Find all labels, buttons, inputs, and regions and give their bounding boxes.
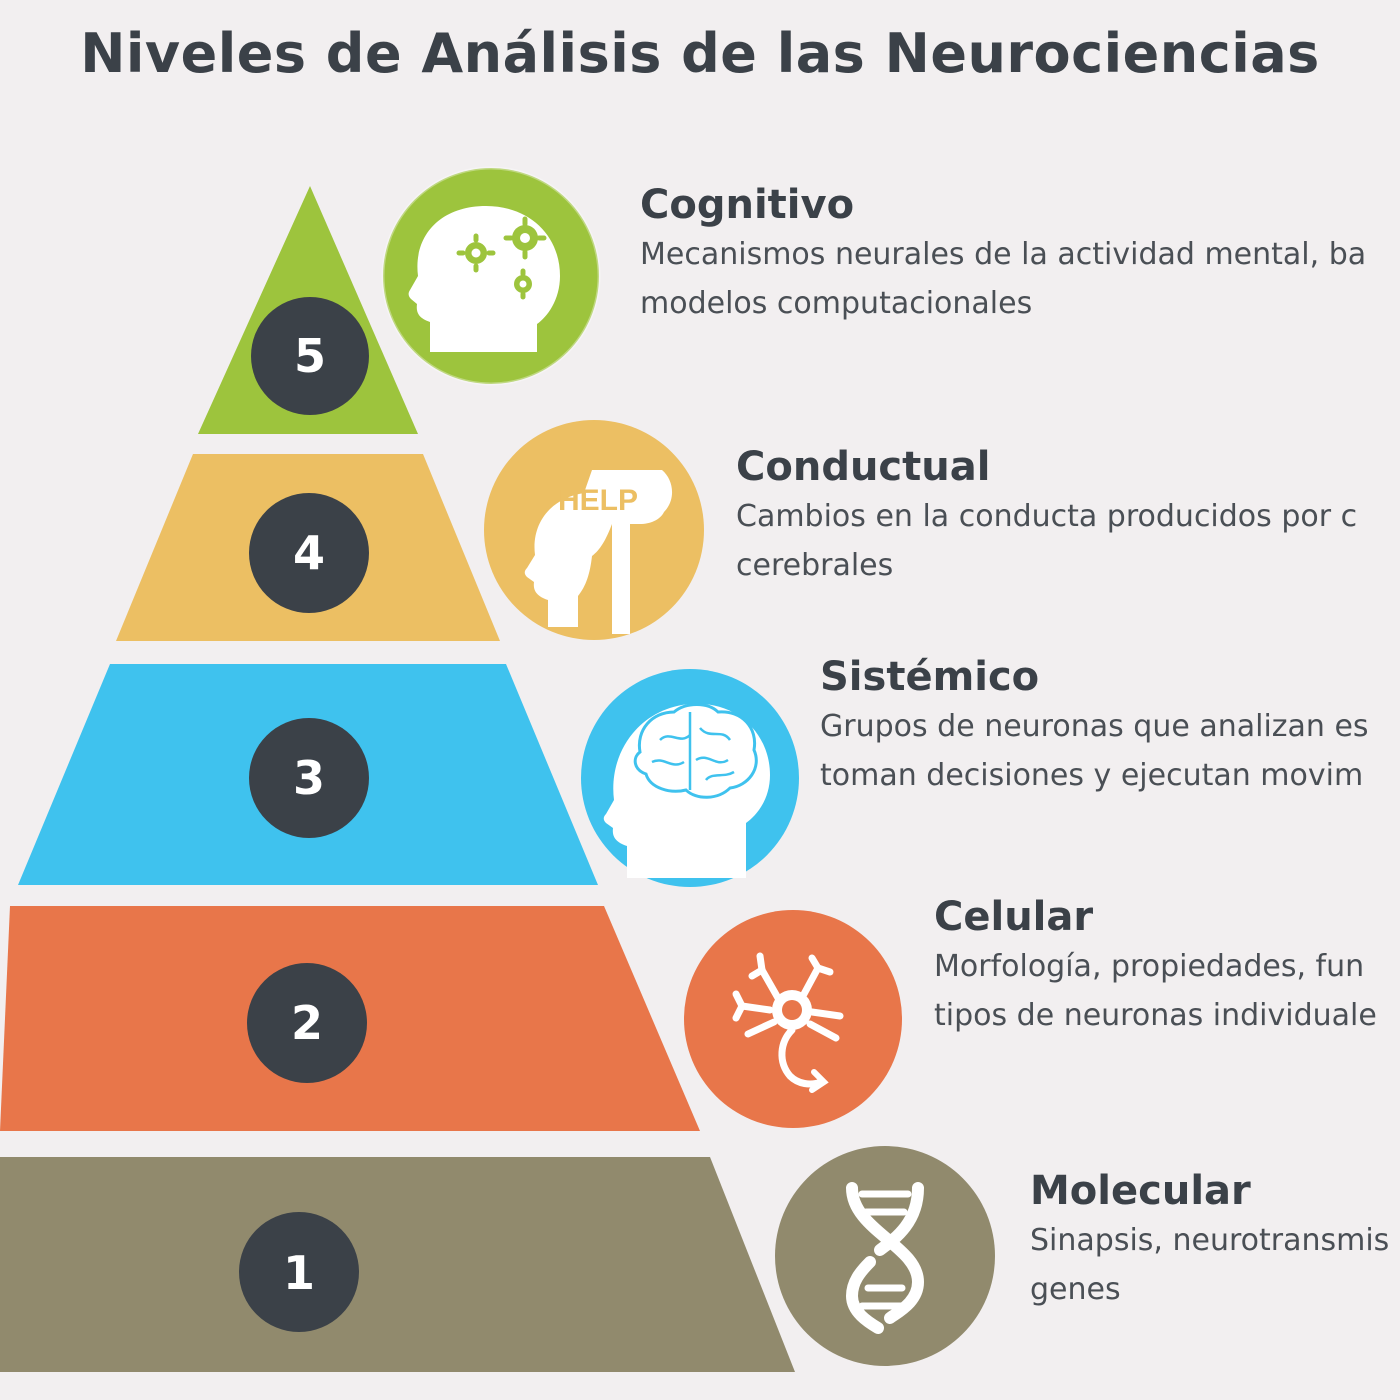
badge-5: 5	[251, 297, 369, 415]
level-4-title: Conductual	[736, 444, 991, 490]
level-2-text: Celular Morfología, propiedades, fun tip…	[934, 892, 1377, 1040]
level-5-desc-line1: Mecanismos neurales de la actividad ment…	[640, 237, 1367, 272]
level-4-desc-line1: Cambios en la conducta producidos por c	[736, 499, 1358, 534]
level-5-title: Cognitivo	[640, 182, 855, 228]
tier-1-molecular	[0, 1157, 795, 1372]
level-5-desc-line2: modelos computacionales	[640, 286, 1033, 321]
level-3-title: Sistémico	[820, 654, 1040, 700]
level-3-desc-line2: toman decisiones y ejecutan movim	[820, 758, 1364, 793]
level-2-desc-line1: Morfología, propiedades, fun	[934, 949, 1365, 984]
badge-5-number: 5	[294, 329, 326, 383]
level-3-text: Sistémico Grupos de neuronas que analiza…	[820, 652, 1369, 800]
badge-4: 4	[249, 493, 369, 613]
level-3-desc-line1: Grupos de neuronas que analizan es	[820, 709, 1369, 744]
badge-1-number: 1	[283, 1246, 315, 1300]
level-1-title: Molecular	[1030, 1168, 1251, 1214]
level-5-text: Cognitivo Mecanismos neurales de la acti…	[640, 180, 1366, 328]
neuron-icon	[684, 910, 902, 1128]
level-4-desc-line2: cerebrales	[736, 548, 894, 583]
badge-3-number: 3	[293, 751, 325, 805]
level-2-desc-line2: tipos de neuronas individuale	[934, 998, 1377, 1033]
level-1-text: Molecular Sinapsis, neurotransmis genes	[1030, 1166, 1389, 1314]
level-4-text: Conductual Cambios en la conducta produc…	[736, 442, 1357, 590]
badge-4-number: 4	[293, 526, 325, 580]
head-help-icon: HELP	[484, 420, 704, 640]
badge-2: 2	[247, 963, 367, 1083]
head-brain-icon	[581, 669, 799, 887]
help-text: HELP	[558, 484, 638, 517]
level-1-desc-line2: genes	[1030, 1272, 1121, 1307]
head-gears-icon	[381, 166, 601, 386]
level-2-title: Celular	[934, 894, 1094, 940]
badge-2-number: 2	[291, 996, 323, 1050]
level-1-desc-line1: Sinapsis, neurotransmis	[1030, 1223, 1390, 1258]
badge-1: 1	[239, 1212, 359, 1332]
badge-3: 3	[249, 718, 369, 838]
page-title: Niveles de Análisis de las Neurociencias	[80, 22, 1320, 85]
dna-icon	[775, 1146, 995, 1366]
